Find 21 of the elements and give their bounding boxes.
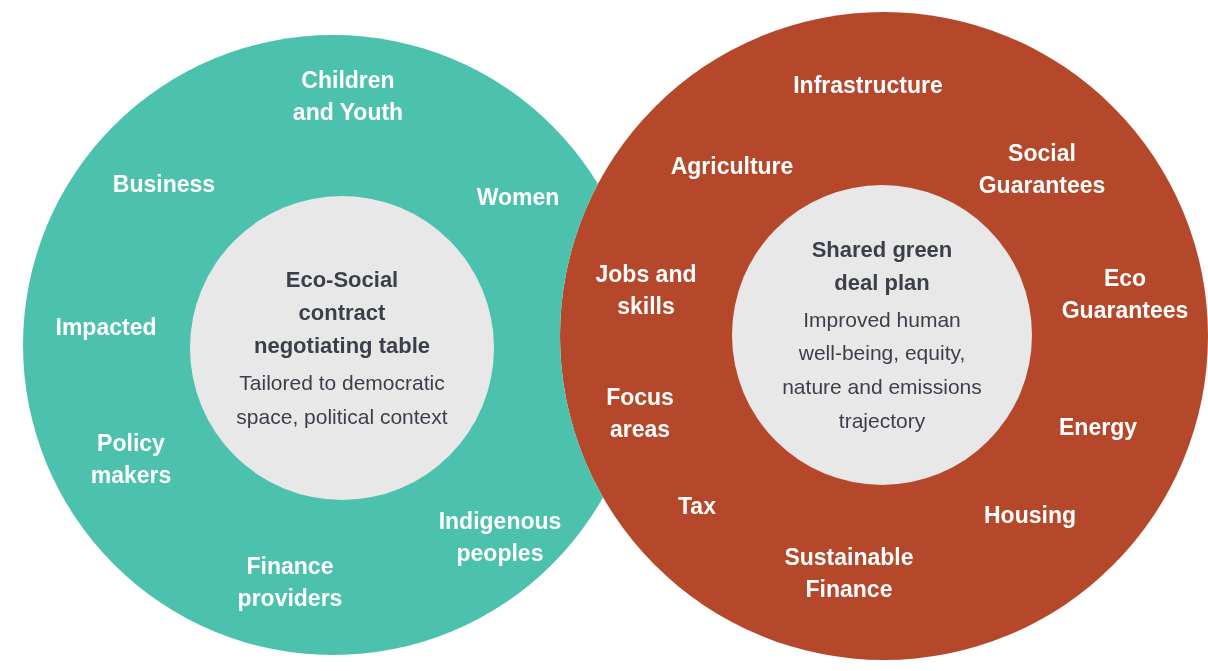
category-label: Children and Youth [291, 66, 405, 127]
category-label: Agriculture [669, 152, 795, 182]
circle-description: Tailored to democratic space, political context [235, 369, 449, 430]
category-label: Focus areas [605, 383, 675, 444]
circle-heading: Eco-Social contract negotiating table [253, 265, 431, 360]
category-label: Policy makers [89, 429, 173, 490]
category-label: Infrastructure [792, 71, 944, 101]
category-label: Eco Guarantees [1060, 264, 1190, 325]
category-label: Housing [983, 501, 1077, 531]
category-label: Business [111, 170, 217, 200]
category-label: Energy [1058, 413, 1138, 443]
category-label: Finance providers [236, 552, 344, 613]
category-label: Indigenous peoples [437, 507, 563, 568]
category-label: Tax [677, 492, 717, 522]
category-label: Sustainable Finance [783, 543, 915, 604]
circle-heading: Shared green deal plan [810, 235, 954, 297]
circle-description: Improved human well-being, equity, nature and emissions trajectory [781, 306, 983, 434]
category-label: Jobs and skills [594, 260, 698, 321]
category-label: Women [475, 183, 561, 213]
category-label: Impacted [54, 313, 158, 343]
category-label: Social Guarantees [977, 139, 1107, 200]
